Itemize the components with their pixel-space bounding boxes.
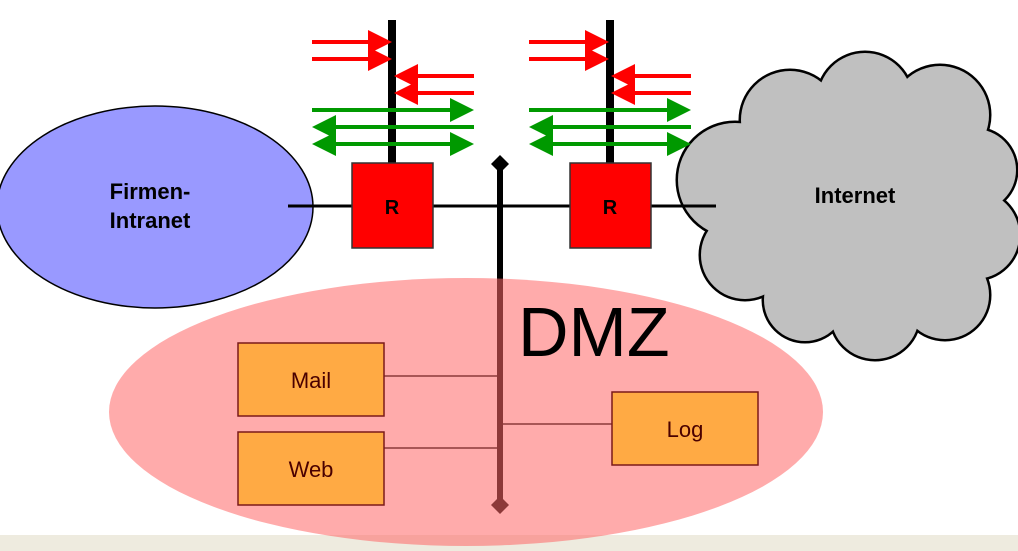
web-server-label: Web <box>289 457 334 482</box>
intranet-ellipse <box>0 105 314 309</box>
internet-label: Internet <box>815 183 896 208</box>
log-server-label: Log <box>667 417 704 442</box>
web-server <box>237 431 385 506</box>
router-left-label: R <box>385 197 400 219</box>
mail-server <box>237 342 385 417</box>
log-server <box>611 391 759 466</box>
traffic-arrows-left <box>312 30 474 156</box>
router-right-label: R <box>603 197 618 219</box>
router-left <box>351 162 434 249</box>
mail-server-label: Mail <box>291 368 331 393</box>
traffic-arrows-right <box>529 30 691 156</box>
dmz-label: DMZ <box>518 293 670 371</box>
bus-end-top-diamond <box>491 155 509 173</box>
intranet-label-1: Firmen- <box>110 179 191 204</box>
intranet-label-2: Intranet <box>110 208 191 233</box>
router-right <box>569 162 652 249</box>
internet-cloud <box>675 50 1018 362</box>
